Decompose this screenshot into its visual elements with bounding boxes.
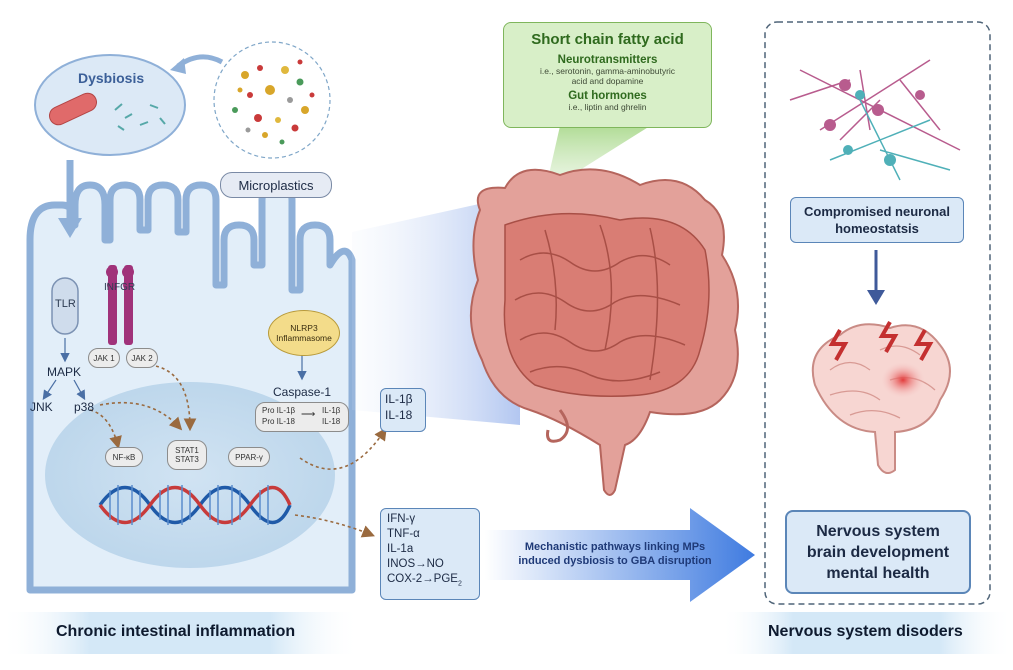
nervous-system-box: Nervous system brain development mental … bbox=[785, 510, 971, 594]
microplastic-particles bbox=[232, 59, 315, 145]
jak1-pill: JAK 1 bbox=[88, 348, 120, 368]
microplastics-pill: Microplastics bbox=[220, 172, 332, 198]
tlr-receptor bbox=[51, 277, 79, 335]
nlrp3-label-1: NLRP3 bbox=[290, 323, 318, 333]
stat-pill: STAT1 STAT3 bbox=[167, 440, 207, 470]
microplastics-circle bbox=[213, 41, 331, 159]
pro-il1b-label: Pro IL-1β bbox=[262, 406, 296, 415]
tlr-label: TLR bbox=[55, 298, 76, 310]
cox2-subscript: 2 bbox=[457, 580, 462, 588]
ifn-label: IFN-γ bbox=[387, 513, 416, 525]
il1b-small-label: IL-1β bbox=[322, 406, 341, 415]
gut-hormones-sub: i.e., liptin and ghrelin bbox=[568, 102, 647, 112]
nervous-panel bbox=[764, 21, 991, 605]
mapk-label: MAPK bbox=[47, 365, 82, 379]
mechanistic-text: Mechanistic pathways linking MPs induced… bbox=[490, 540, 740, 568]
bacteria-icon bbox=[48, 92, 166, 131]
nervous-line-1: Nervous system bbox=[816, 522, 940, 540]
neuronal-line-2: homeostatsis bbox=[835, 221, 919, 236]
cytokine-box-inflammatory: IFN-γ TNF-α IL-1a INOS→NO COX-2→PGE2 bbox=[380, 508, 480, 600]
il18-small-label: IL-18 bbox=[322, 417, 341, 426]
neuronal-homeostasis-box: Compromised neuronal homeostatsis bbox=[790, 197, 964, 243]
il18-label: IL-18 bbox=[385, 408, 413, 422]
stat1-label: STAT1 bbox=[175, 446, 199, 455]
dysbiosis-ellipse bbox=[34, 54, 186, 156]
neurotransmitters-sub-1: i.e., serotonin, gamma-aminobutyric bbox=[539, 66, 676, 76]
il1a-label: IL-1a bbox=[387, 543, 414, 555]
big-right-arrow bbox=[485, 508, 755, 602]
jak2-label: JAK 2 bbox=[131, 353, 153, 363]
nfkb-label: NF-κB bbox=[112, 452, 136, 462]
ppar-pill: PPAR-γ bbox=[228, 447, 270, 467]
infgr-receptor bbox=[106, 265, 134, 345]
nfkb-pill: NF-κB bbox=[105, 447, 143, 467]
infgr-label: INFGR bbox=[104, 282, 136, 293]
cox2-label: COX-2→PGE2 bbox=[387, 573, 462, 588]
pro-il18-label: Pro IL-18 bbox=[262, 417, 295, 426]
jnk-label: JNK bbox=[30, 400, 53, 414]
footer-left-title: Chronic intestinal inflammation bbox=[56, 623, 296, 640]
inos-label: INOS→NO bbox=[387, 558, 444, 570]
nlrp3-inflammasome: NLRP3 Inflammasome bbox=[268, 310, 340, 356]
microplastics-label: Microplastics bbox=[238, 177, 314, 193]
neurotransmitters-title: Neurotransmitters bbox=[557, 54, 658, 66]
conversion-arrow-icon: ⟶ bbox=[301, 409, 316, 420]
il1b-label: IL-1β bbox=[385, 392, 413, 406]
dna-helix bbox=[98, 485, 292, 525]
mechanistic-line-1: Mechanistic pathways linking MPs bbox=[524, 541, 706, 553]
nervous-line-3: mental health bbox=[826, 564, 930, 582]
neurons-illustration bbox=[789, 59, 961, 181]
neuronal-line-1: Compromised neuronal bbox=[804, 204, 950, 219]
dysbiosis-label: Dysbiosis bbox=[78, 70, 145, 86]
footer-right-band bbox=[720, 612, 1013, 654]
scfa-title: Short chain fatty acid bbox=[531, 31, 684, 48]
footer-left-band bbox=[0, 612, 360, 654]
mechanistic-line-2: induced dysbiosis to GBA disruption bbox=[518, 555, 712, 567]
p38-label: p38 bbox=[74, 400, 95, 414]
ppar-label: PPAR-γ bbox=[235, 452, 263, 462]
nervous-line-2: brain development bbox=[806, 543, 950, 561]
cytokine-box-il: IL-1β IL-18 bbox=[380, 388, 426, 432]
brain-illustration bbox=[811, 321, 951, 475]
footer-right-title: Nervous system disoders bbox=[768, 623, 963, 640]
nlrp3-label-2: Inflammasome bbox=[276, 333, 332, 343]
gut-illustration bbox=[469, 168, 739, 496]
scfa-box: Short chain fatty acid Neurotransmitters… bbox=[503, 22, 712, 128]
caspase-label: Caspase-1 bbox=[273, 385, 332, 399]
tnf-label: TNF-α bbox=[387, 528, 420, 540]
pro-il-box: Pro IL-1β Pro IL-18 ⟶ IL-1β IL-18 bbox=[255, 402, 349, 432]
gut-hormones-title: Gut hormones bbox=[568, 90, 647, 102]
neurotransmitters-sub-2: acid and dopamine bbox=[571, 76, 644, 86]
jak1-label: JAK 1 bbox=[93, 353, 115, 363]
stat3-label: STAT3 bbox=[175, 455, 199, 464]
jak2-pill: JAK 2 bbox=[126, 348, 158, 368]
